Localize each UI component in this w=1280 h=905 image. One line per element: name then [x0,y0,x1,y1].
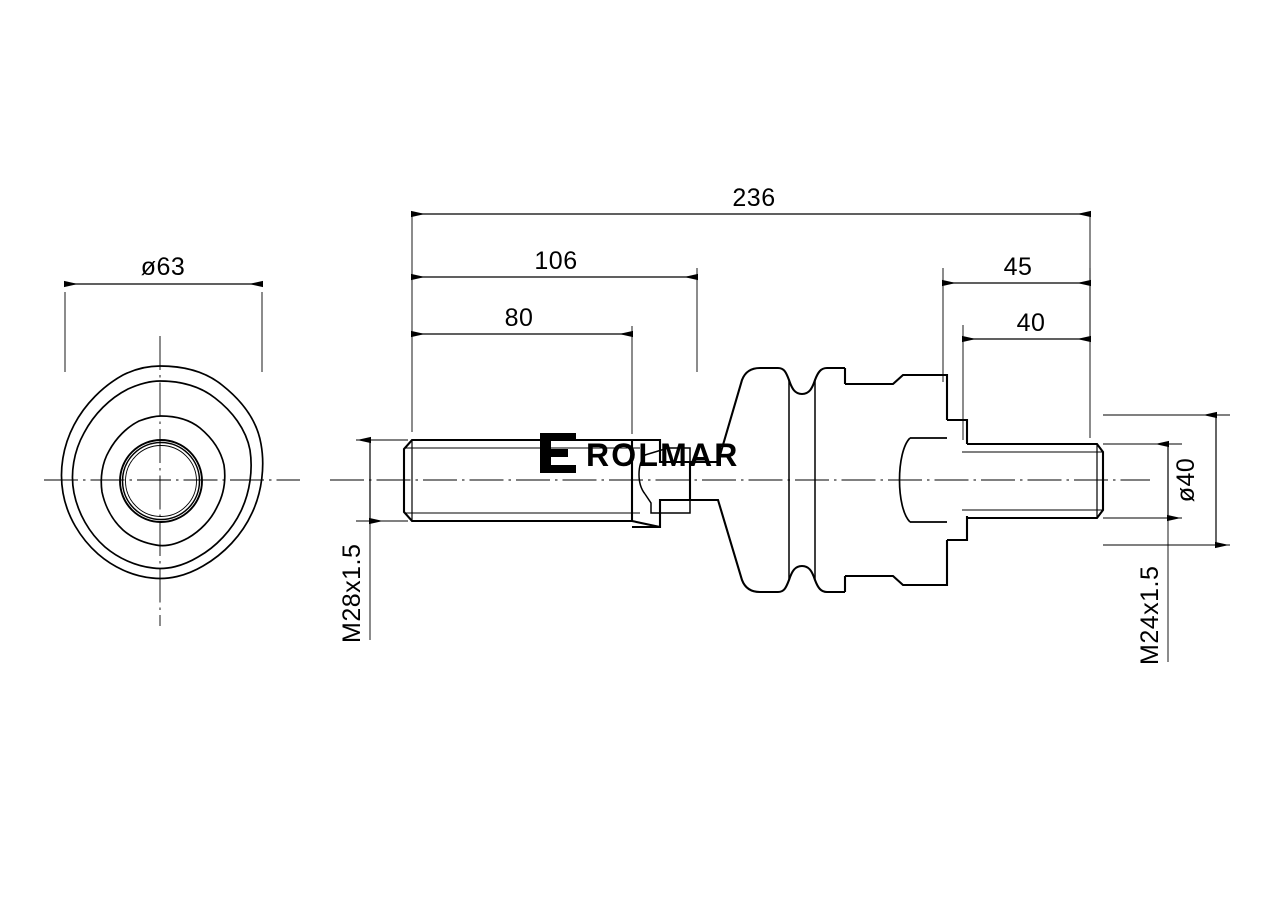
dim-label-diameter-40: ø40 [1172,458,1200,503]
dim-label-236: 236 [732,184,775,212]
transition-inner-detail-lower [644,493,691,514]
body-groove-lower [777,564,828,594]
transition-inner-detail-upper [644,447,691,462]
flange-step-upper [947,418,969,444]
rolmar-meander-mark-icon [540,433,576,473]
thread-label-m24: M24x1.5 [1136,566,1164,665]
body-cone-upper-edge [690,366,778,464]
end-view-bore-mid-circle [121,441,201,521]
end-view-second-profile [71,380,252,570]
end-view-outer-profile [60,365,264,580]
shaft-to-body-transition-outline [632,438,692,529]
dim-label-80: 80 [505,304,534,332]
dim-label-45: 45 [1004,253,1033,281]
flange-internal-arc-detail [898,437,911,523]
end-view-hub-profile [100,415,226,547]
end-view-group: ø63 [44,253,300,626]
rolmar-logo-text: ROLMAR [586,437,740,473]
end-view-bore-outer-circle [119,439,203,523]
side-view-dimensions-group: 236 106 80 45 40 M28x1.5 M24x1.5 [338,184,1230,665]
dim-label-40: 40 [1017,309,1046,337]
flange-step-lower [947,516,969,542]
dim-label-diameter-63: ø63 [141,253,186,281]
rolmar-logo-group: ROLMAR [540,433,740,473]
right-thread-outline [967,442,1105,520]
flange-lower-profile [845,540,949,587]
flange-upper-profile [845,373,949,420]
body-groove-upper [777,366,828,396]
end-view-bore-thread-root-circle [125,445,197,517]
transition-inner-arc [638,454,646,495]
side-view-group [330,366,1150,594]
thread-label-m28: M28x1.5 [338,544,366,643]
body-cone-lower-edge [690,498,778,594]
dim-label-106: 106 [534,247,577,275]
transition-cone-lower-edge [631,519,661,529]
